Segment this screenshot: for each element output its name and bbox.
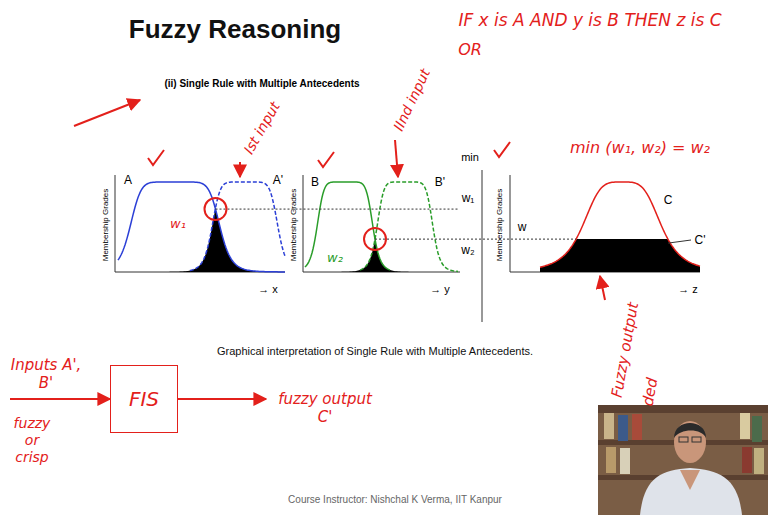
- input-annotation: fuzzy or crisp: [6, 415, 58, 465]
- min-area: [320, 239, 430, 272]
- annotation-circle: [364, 228, 386, 250]
- check-mark: [318, 152, 334, 167]
- membership-curve: [190, 182, 285, 271]
- annotation-arrow: [600, 276, 605, 300]
- check-mark: [494, 142, 510, 157]
- chart-axis: [115, 175, 285, 272]
- input-annotation: IInd input: [390, 66, 433, 133]
- box-label: FIS: [129, 387, 159, 411]
- annotation-arrow: [10, 398, 110, 400]
- weight-label: w: [518, 220, 527, 234]
- weight-annotation: w₁: [170, 216, 186, 232]
- annotation-arrow: [395, 140, 398, 177]
- output-annotation: ded: [639, 377, 662, 408]
- figure-caption: Graphical interpretation of Single Rule …: [217, 345, 533, 358]
- operator-label: min: [461, 151, 479, 164]
- axis-label: → y: [430, 283, 450, 296]
- check-mark: [148, 150, 164, 165]
- set-label: C': [695, 233, 706, 247]
- axis-label: → x: [258, 283, 278, 296]
- set-label: B': [435, 175, 445, 189]
- axis-title: Membership Grades: [101, 189, 111, 261]
- annotation-circle: [205, 198, 227, 220]
- chart-axis: [303, 175, 460, 272]
- level-line: [375, 239, 576, 240]
- section-heading: (ii) Single Rule with Multiple Anteceden…: [164, 78, 359, 90]
- axis-title: Membership Grades: [289, 189, 299, 261]
- level-line: [216, 209, 459, 210]
- instructor-video: [598, 405, 768, 515]
- set-label: C: [664, 193, 673, 207]
- membership-curve: [540, 182, 700, 267]
- set-label: A': [273, 173, 283, 187]
- annotation-arrow: [74, 100, 140, 126]
- footer-credit: Course Instructor: Nishchal K Verma, IIT…: [288, 494, 502, 506]
- set-label: A: [124, 173, 132, 187]
- annotation-arrow: [178, 398, 266, 400]
- divider-line: [482, 170, 483, 322]
- rule-annotation: IF x is A AND y is B THEN z is C: [458, 10, 721, 30]
- weight-label: w₂: [461, 243, 474, 257]
- leader-line: [668, 240, 691, 243]
- output-annotation: fuzzy output C': [270, 390, 380, 426]
- weight-annotation: w₂: [327, 250, 343, 266]
- axis-title: Membership Grades: [495, 189, 505, 261]
- membership-curve: [118, 182, 285, 272]
- input-annotation: Ist input: [240, 99, 283, 157]
- rule-annotation: OR: [458, 40, 482, 59]
- chart-axis: [510, 175, 700, 272]
- axis-label: → z: [678, 283, 698, 296]
- slide-title: Fuzzy Reasoning: [129, 14, 341, 45]
- input-annotation: Inputs A', B': [10, 356, 82, 392]
- process-box: FIS: [110, 365, 178, 433]
- set-label: B: [311, 175, 319, 189]
- membership-curve: [360, 182, 458, 271]
- min-annotation: min (w₁, w₂) = w₂: [570, 138, 710, 157]
- weight-label: w₁: [462, 191, 475, 205]
- annotation-arrow: [239, 162, 241, 177]
- output-annotation: Fuzzy output: [608, 301, 642, 399]
